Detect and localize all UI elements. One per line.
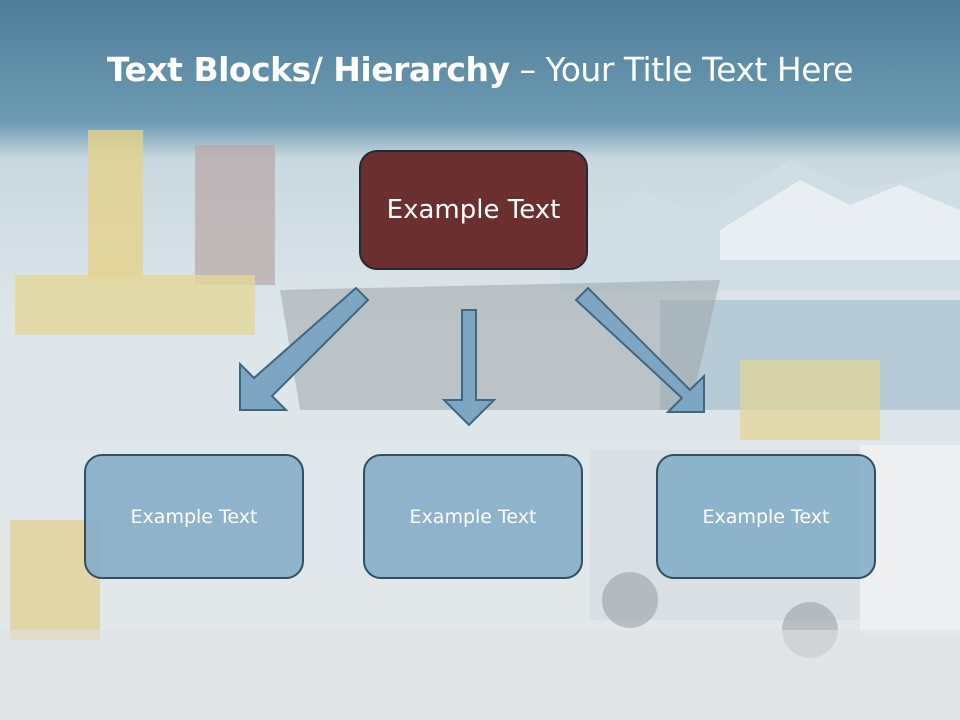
title-bold-part: Text Blocks/ Hierarchy	[106, 50, 510, 89]
arrow-right	[574, 286, 705, 413]
title-regular-part: – Your Title Text Here	[509, 50, 854, 89]
child-box-right[interactable]: Example Text	[656, 454, 876, 579]
top-level-label: Example Text	[386, 195, 561, 225]
child-box-label: Example Text	[409, 505, 537, 528]
child-box-label: Example Text	[702, 505, 830, 528]
arrow-left	[239, 286, 370, 411]
arrow-center	[441, 309, 497, 427]
slide-title: Text Blocks/ Hierarchy – Your Title Text…	[0, 50, 960, 89]
child-box-label: Example Text	[130, 505, 258, 528]
child-box-center[interactable]: Example Text	[363, 454, 583, 579]
top-level-box[interactable]: Example Text	[359, 150, 588, 270]
child-box-left[interactable]: Example Text	[84, 454, 304, 579]
